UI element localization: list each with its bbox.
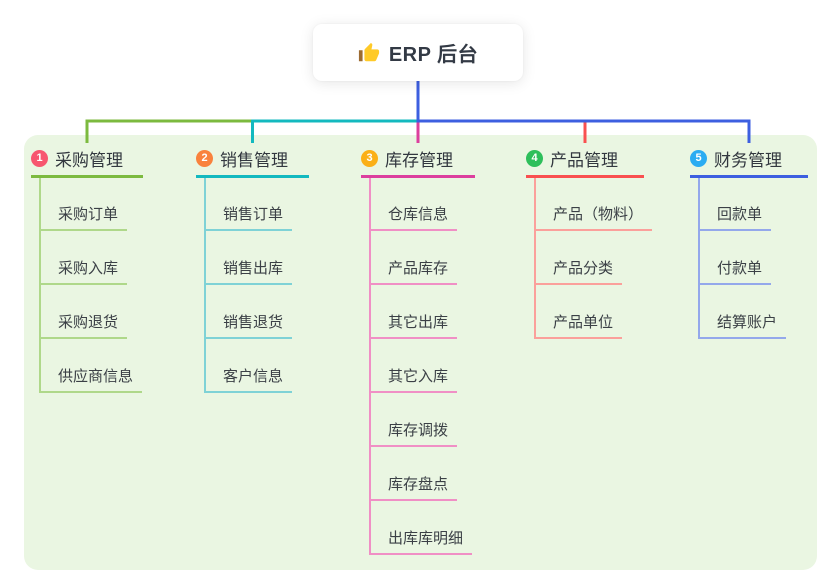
child-label: 销售订单 bbox=[206, 203, 293, 231]
child-node[interactable]: 采购入库 bbox=[41, 231, 143, 285]
child-node[interactable]: 客户信息 bbox=[206, 339, 309, 393]
child-node[interactable]: 产品单位 bbox=[536, 285, 644, 339]
child-label: 结算账户 bbox=[700, 311, 787, 339]
child-label: 库存盘点 bbox=[371, 473, 458, 501]
child-label: 仓库信息 bbox=[371, 203, 458, 231]
child-node[interactable]: 其它入库 bbox=[371, 339, 475, 393]
child-label: 产品（物料） bbox=[536, 203, 653, 231]
branch-库存管理: 3 库存管理 仓库信息 产品库存 其它出库 其它入库 库存调拨 库存盘点 出库库… bbox=[361, 147, 475, 555]
child-label: 采购订单 bbox=[41, 203, 128, 231]
branch-label: 库存管理 bbox=[385, 151, 453, 170]
connector-branch-2 bbox=[251, 80, 420, 143]
branch-销售管理: 2 销售管理 销售订单 销售出库 销售退货 客户信息 bbox=[196, 147, 309, 393]
branch-number-badge: 3 bbox=[361, 150, 378, 167]
child-label: 其它出库 bbox=[371, 311, 458, 339]
branch-children: 回款单 付款单 结算账户 bbox=[698, 178, 808, 339]
branch-children: 产品（物料） 产品分类 产品单位 bbox=[534, 178, 653, 339]
child-node[interactable]: 库存盘点 bbox=[371, 447, 475, 501]
branch-产品管理: 4 产品管理 产品（物料） 产品分类 产品单位 bbox=[526, 147, 653, 339]
root-title: ERP 后台 bbox=[388, 44, 479, 66]
branch-label: 采购管理 bbox=[55, 151, 123, 170]
child-node[interactable]: 库存调拨 bbox=[371, 393, 475, 447]
branch-node[interactable]: 1 采购管理 bbox=[31, 147, 143, 178]
branch-node[interactable]: 3 库存管理 bbox=[361, 147, 475, 178]
child-label: 其它入库 bbox=[371, 365, 458, 393]
connector-branch-1 bbox=[85, 80, 420, 143]
child-label: 采购退货 bbox=[41, 311, 128, 339]
child-node[interactable]: 销售出库 bbox=[206, 231, 309, 285]
connector-branch-5 bbox=[416, 80, 751, 143]
child-node[interactable]: 产品分类 bbox=[536, 231, 644, 285]
child-label: 出库库明细 bbox=[371, 527, 473, 555]
branch-label: 产品管理 bbox=[550, 151, 618, 170]
child-node[interactable]: 仓库信息 bbox=[371, 178, 475, 231]
branch-children: 采购订单 采购入库 采购退货 供应商信息 bbox=[39, 178, 143, 393]
root-node[interactable]: ERP 后台 bbox=[313, 24, 523, 81]
child-node[interactable]: 其它出库 bbox=[371, 285, 475, 339]
child-node[interactable]: 产品（物料） bbox=[536, 178, 653, 231]
child-label: 库存调拨 bbox=[371, 419, 458, 447]
child-label: 销售出库 bbox=[206, 257, 293, 285]
child-node[interactable]: 销售退货 bbox=[206, 285, 309, 339]
child-label: 产品分类 bbox=[536, 257, 623, 285]
child-node[interactable]: 付款单 bbox=[700, 231, 808, 285]
branch-采购管理: 1 采购管理 采购订单 采购入库 采购退货 供应商信息 bbox=[31, 147, 143, 393]
child-label: 产品单位 bbox=[536, 311, 623, 339]
child-label: 客户信息 bbox=[206, 365, 293, 393]
branch-label: 销售管理 bbox=[220, 151, 288, 170]
branch-children: 仓库信息 产品库存 其它出库 其它入库 库存调拨 库存盘点 出库库明细 bbox=[369, 178, 475, 555]
thumbs-up-icon bbox=[358, 42, 379, 61]
child-node[interactable]: 回款单 bbox=[700, 178, 808, 231]
branch-node[interactable]: 5 财务管理 bbox=[690, 147, 808, 178]
child-label: 回款单 bbox=[700, 203, 772, 231]
child-node[interactable]: 供应商信息 bbox=[41, 339, 143, 393]
child-label: 供应商信息 bbox=[41, 365, 143, 393]
branch-node[interactable]: 4 产品管理 bbox=[526, 147, 644, 178]
child-label: 采购入库 bbox=[41, 257, 128, 285]
branch-number-badge: 4 bbox=[526, 150, 543, 167]
branch-children: 销售订单 销售出库 销售退货 客户信息 bbox=[204, 178, 309, 393]
child-node[interactable]: 采购退货 bbox=[41, 285, 143, 339]
mindmap-background-panel bbox=[24, 135, 817, 570]
child-node[interactable]: 结算账户 bbox=[700, 285, 808, 339]
child-node[interactable]: 销售订单 bbox=[206, 178, 309, 231]
branch-label: 财务管理 bbox=[714, 151, 782, 170]
branch-node[interactable]: 2 销售管理 bbox=[196, 147, 309, 178]
connector-branch-4 bbox=[416, 80, 587, 143]
child-node[interactable]: 出库库明细 bbox=[371, 501, 475, 555]
branch-number-badge: 1 bbox=[31, 150, 48, 167]
child-node[interactable]: 产品库存 bbox=[371, 231, 475, 285]
branch-number-badge: 2 bbox=[196, 150, 213, 167]
branch-财务管理: 5 财务管理 回款单 付款单 结算账户 bbox=[690, 147, 808, 339]
child-label: 销售退货 bbox=[206, 311, 293, 339]
child-label: 付款单 bbox=[700, 257, 772, 285]
branch-number-badge: 5 bbox=[690, 150, 707, 167]
child-node[interactable]: 采购订单 bbox=[41, 178, 143, 231]
child-label: 产品库存 bbox=[371, 257, 458, 285]
